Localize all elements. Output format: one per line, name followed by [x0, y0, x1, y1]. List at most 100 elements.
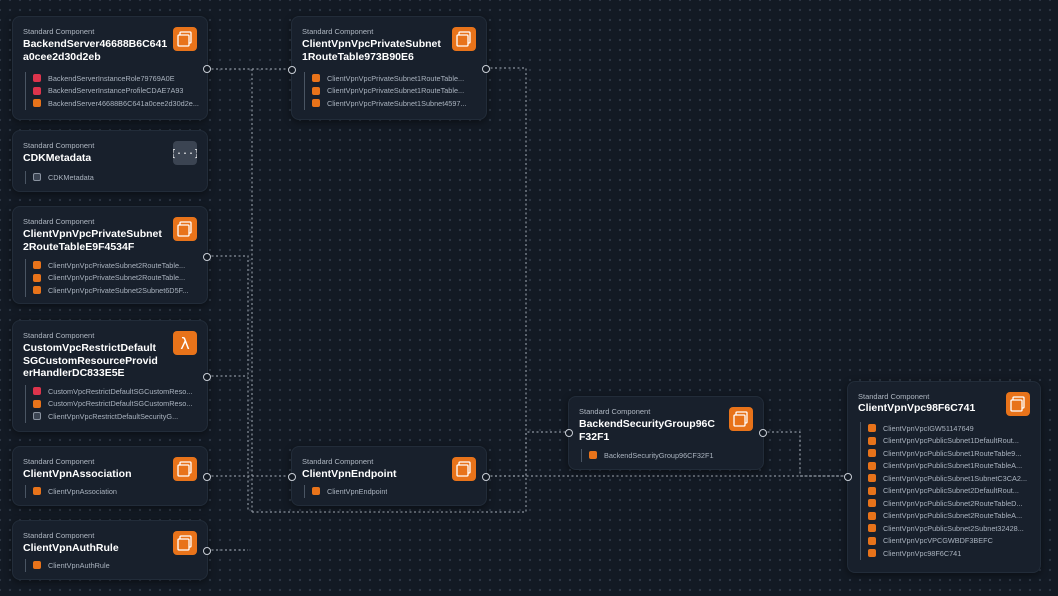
output-port[interactable]	[759, 429, 767, 437]
output-port[interactable]	[203, 253, 211, 261]
node-title: ClientVpnEndpoint	[302, 468, 397, 480]
input-port[interactable]	[288, 473, 296, 481]
ec2-resource-icon	[312, 74, 320, 83]
list-item[interactable]: ClientVpnVpcIGW51147649	[868, 422, 1027, 435]
ec2-instance-icon	[452, 27, 476, 51]
node-backendserver[interactable]: Standard Component BackendServer46688B6C…	[12, 16, 211, 120]
internet-gateway-icon	[868, 424, 876, 433]
ec2-resource-icon	[33, 487, 41, 496]
list-item[interactable]: ClientVpnVpcPublicSubnet1RouteTableA...	[868, 460, 1027, 473]
node-clientvpn-endpoint[interactable]: Standard Component ClientVpnEndpoint Cli…	[288, 446, 490, 506]
ec2-resource-icon	[33, 261, 41, 270]
iam-profile-icon	[33, 86, 41, 95]
list-item[interactable]: CustomVpcRestrictDefaultSGCustomReso...	[33, 385, 192, 398]
node-clientvpn-authrule[interactable]: Standard Component ClientVpnAuthRule Cli…	[12, 520, 211, 580]
wire-sg-to-vpc	[763, 431, 850, 477]
list-item[interactable]: BackendServer46688B6C641a0cee2d30d2e...	[33, 97, 199, 110]
node-cdkmetadata[interactable]: Standard Component CDKMetadata {···} CDK…	[12, 130, 208, 192]
ec2-resource-icon	[33, 561, 41, 570]
list-item[interactable]: BackendServerInstanceProfileCDAE7A93	[33, 85, 199, 98]
node-private-subnet2-routetable[interactable]: Standard Component ClientVpnVpcPrivateSu…	[12, 206, 211, 304]
list-item[interactable]: ClientVpnVpcPrivateSubnet1RouteTable...	[312, 85, 467, 98]
ec2-instance-icon	[173, 217, 197, 241]
wire-private-rt1-to-bus	[252, 67, 527, 513]
ec2-resource-icon	[868, 499, 876, 508]
node-title: ClientVpnVpcPrivateSubnet1RouteTable973B…	[302, 38, 441, 63]
ec2-instance-icon	[452, 457, 476, 481]
node-title: CustomVpcRestrictDefaultSGCustomResource…	[23, 342, 158, 379]
node-title: ClientVpnVpc98F6C741	[858, 402, 976, 414]
node-clientvpn-vpc[interactable]: Standard Component ClientVpnVpc98F6C741 …	[844, 381, 1041, 573]
ec2-resource-icon	[868, 524, 876, 533]
ec2-instance-icon	[173, 27, 197, 51]
node-title: ClientVpnAuthRule	[23, 542, 119, 554]
svg-text:λ: λ	[180, 334, 189, 353]
node-title: BackendServer46688B6C641a0cee2d30d2eb	[23, 38, 168, 63]
list-item[interactable]: ClientVpnVpcPublicSubnet1SubnetC3CA2...	[868, 472, 1027, 485]
ec2-resource-icon	[312, 99, 320, 108]
node-type-label: Standard Component	[23, 331, 95, 340]
iam-role-icon	[33, 74, 41, 83]
input-port[interactable]	[565, 429, 573, 437]
list-item[interactable]: ClientVpnVpcPrivateSubnet2Subnet6D5F...	[33, 284, 188, 297]
node-title: BackendSecurityGroup96CF32F1	[579, 418, 715, 443]
list-item[interactable]: ClientVpnVpcPrivateSubnet2RouteTable...	[33, 259, 188, 272]
node-type-label: Standard Component	[23, 217, 95, 226]
ec2-resource-icon	[312, 86, 320, 95]
ec2-resource-icon	[589, 451, 597, 460]
node-private-subnet1-routetable[interactable]: Standard Component ClientVpnVpcPrivateSu…	[288, 16, 490, 120]
node-clientvpn-association[interactable]: Standard Component ClientVpnAssociation …	[12, 446, 211, 506]
ec2-resource-icon	[868, 486, 876, 495]
ec2-resource-icon	[33, 273, 41, 282]
lambda-function-icon	[33, 399, 41, 408]
list-item[interactable]: ClientVpnVpcRestrictDefaultSecurityG...	[33, 410, 192, 423]
output-port[interactable]	[203, 373, 211, 381]
custom-resource-icon	[33, 412, 41, 421]
list-item[interactable]: ClientVpnVpcPrivateSubnet2RouteTable...	[33, 272, 188, 285]
ec2-resource-icon	[868, 511, 876, 520]
ec2-instance-icon	[173, 457, 197, 481]
node-backend-security-group[interactable]: Standard Component BackendSecurityGroup9…	[565, 396, 767, 470]
cdk-braces-icon: {···}	[170, 141, 200, 165]
list-item[interactable]: ClientVpnAssociation	[33, 485, 117, 498]
list-item[interactable]: ClientVpnAuthRule	[33, 559, 110, 572]
list-item[interactable]: CDKMetadata	[33, 171, 94, 184]
ec2-resource-icon	[868, 449, 876, 458]
list-item[interactable]: ClientVpnVpcPublicSubnet2RouteTableD...	[868, 497, 1027, 510]
ec2-resource-icon	[33, 286, 41, 295]
list-item[interactable]: BackendServerInstanceRole79769A0E	[33, 72, 199, 85]
node-title: ClientVpnAssociation	[23, 468, 132, 480]
node-custom-vpc-handler[interactable]: Standard Component CustomVpcRestrictDefa…	[12, 320, 211, 432]
iam-role-icon	[33, 387, 41, 396]
list-item[interactable]: ClientVpnVpcPublicSubnet1DefaultRout...	[868, 435, 1027, 448]
node-type-label: Standard Component	[302, 457, 374, 466]
output-port[interactable]	[203, 473, 211, 481]
wire-private-rt2-to-bus	[207, 255, 249, 512]
ec2-resource-icon	[868, 474, 876, 483]
ec2-resource-icon	[868, 536, 876, 545]
wire-endpoint-to-sg	[486, 431, 568, 477]
list-item[interactable]: ClientVpnVpcPublicSubnet2Subnet32428...	[868, 522, 1027, 535]
list-item[interactable]: ClientVpnVpcVPCGWBDF3BEFC	[868, 535, 1027, 548]
output-port[interactable]	[203, 547, 211, 555]
output-port[interactable]	[203, 65, 211, 73]
node-type-label: Standard Component	[23, 141, 95, 150]
svg-text:{···}: {···}	[173, 149, 197, 160]
list-item[interactable]: ClientVpnVpc98F6C741	[868, 547, 1027, 560]
node-type-label: Standard Component	[858, 392, 930, 401]
list-item[interactable]: CustomVpcRestrictDefaultSGCustomReso...	[33, 398, 192, 411]
list-item[interactable]: ClientVpnVpcPublicSubnet1RouteTable9...	[868, 447, 1027, 460]
list-item[interactable]: ClientVpnVpcPublicSubnet2RouteTableA...	[868, 510, 1027, 523]
output-port[interactable]	[482, 473, 490, 481]
list-item[interactable]: ClientVpnVpcPrivateSubnet1RouteTable...	[312, 72, 467, 85]
ec2-resource-icon	[868, 461, 876, 470]
input-port[interactable]	[844, 473, 852, 481]
list-item[interactable]: ClientVpnEndpoint	[312, 485, 387, 498]
list-item[interactable]: BackendSecurityGroup96CF32F1	[589, 449, 714, 462]
list-item[interactable]: ClientVpnVpcPublicSubnet2DefaultRout...	[868, 485, 1027, 498]
input-port[interactable]	[288, 66, 296, 74]
cdk-metadata-icon	[33, 173, 41, 182]
ec2-instance-icon	[729, 407, 753, 431]
list-item[interactable]: ClientVpnVpcPrivateSubnet1Subnet4597...	[312, 97, 467, 110]
output-port[interactable]	[482, 65, 490, 73]
